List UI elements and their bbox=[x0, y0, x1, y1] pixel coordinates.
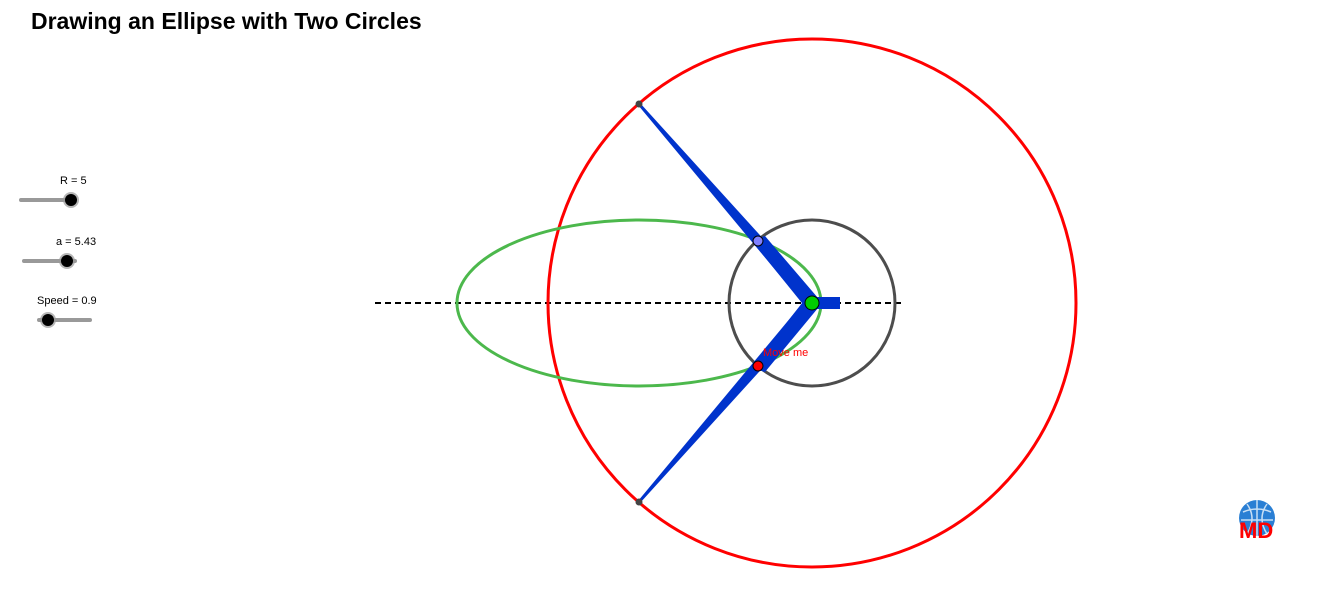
upper-rod-thick bbox=[751, 236, 818, 308]
upper-end-point bbox=[635, 100, 643, 108]
slider-speed-knob[interactable] bbox=[42, 314, 54, 326]
svg-text:MD: MD bbox=[1239, 518, 1273, 540]
center-point bbox=[804, 295, 820, 311]
blue-point bbox=[752, 235, 764, 247]
center-rod-stub bbox=[812, 297, 840, 309]
slider-a-knob[interactable] bbox=[61, 255, 73, 267]
big-red-circle bbox=[546, 37, 1078, 569]
md-logo: MD bbox=[1237, 500, 1277, 540]
slider-a[interactable] bbox=[22, 253, 77, 269]
slider-r[interactable] bbox=[19, 192, 79, 208]
slider-speed-label: Speed = 0.9 bbox=[37, 295, 97, 307]
page-title: Drawing an Ellipse with Two Circles bbox=[31, 8, 422, 34]
slider-speed[interactable] bbox=[37, 312, 92, 328]
slider-a-label: a = 5.43 bbox=[56, 236, 97, 248]
move-me-label: Move me bbox=[763, 347, 808, 359]
slider-r-label: R = 5 bbox=[60, 175, 87, 187]
slider-r-knob[interactable] bbox=[65, 194, 77, 206]
move-me-point[interactable] bbox=[752, 360, 764, 372]
lower-rod-thick bbox=[751, 298, 818, 372]
small-gray-circle bbox=[727, 218, 897, 388]
lower-end-point bbox=[635, 498, 643, 506]
